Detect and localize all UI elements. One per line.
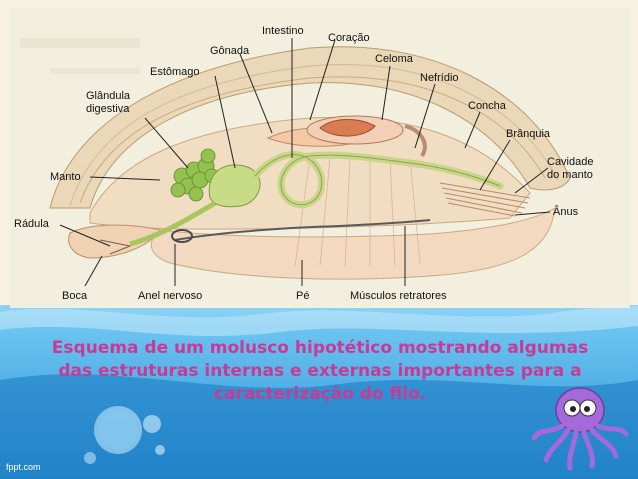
bubble-small [143,415,161,433]
head-shape [68,224,161,259]
diagram-panel: Intestino Coração Gônada Celoma Estômago… [10,8,630,308]
stomach-shape [208,164,261,208]
label-gonada: Gônada [210,45,250,57]
gill-shape [439,182,531,217]
octopus-icon [531,387,629,471]
label-boca: Boca [62,290,88,302]
label-glandula: Glândula [86,90,131,102]
label-intestino: Intestino [262,25,304,37]
label-anus: Ânus [553,206,579,218]
caption-line-1: Esquema de um molusco hipotético mostran… [51,338,589,358]
label-do-manto: do manto [547,169,593,181]
label-digestiva: digestiva [86,103,130,115]
label-branquia: Brânquia [506,128,551,140]
label-pe: Pé [296,290,310,302]
label-manto: Manto [50,171,81,183]
label-nefridio: Nefrídio [420,72,459,84]
label-cavidade: Cavidade [547,156,594,168]
nerve-cord [174,219,431,241]
label-coracao: Coração [328,32,370,44]
label-musculos-retratores: Músculos retratores [350,290,447,302]
digestive-gland [170,148,220,202]
foot-shape [150,207,556,280]
label-estomago: Estômago [150,66,200,78]
label-radula: Rádula [14,218,49,230]
label-anel-nervoso: Anel nervoso [138,290,203,302]
nerve-ring [171,229,193,243]
mollusk-diagram [20,38,571,287]
caption-line-2: das estruturas internas e externas impor… [58,361,582,381]
nephridium-shape [404,124,427,158]
brand-footer: fppt.com [6,462,41,472]
caption-line-3: caracterização do filo. [213,384,427,404]
heart-shape [319,119,376,137]
label-concha: Concha [468,100,506,112]
shell-shape [49,46,571,209]
mantle-shape [89,116,531,230]
label-celoma: Celoma [375,53,413,65]
slide-caption: Esquema de um molusco hipotético mostran… [18,337,622,406]
